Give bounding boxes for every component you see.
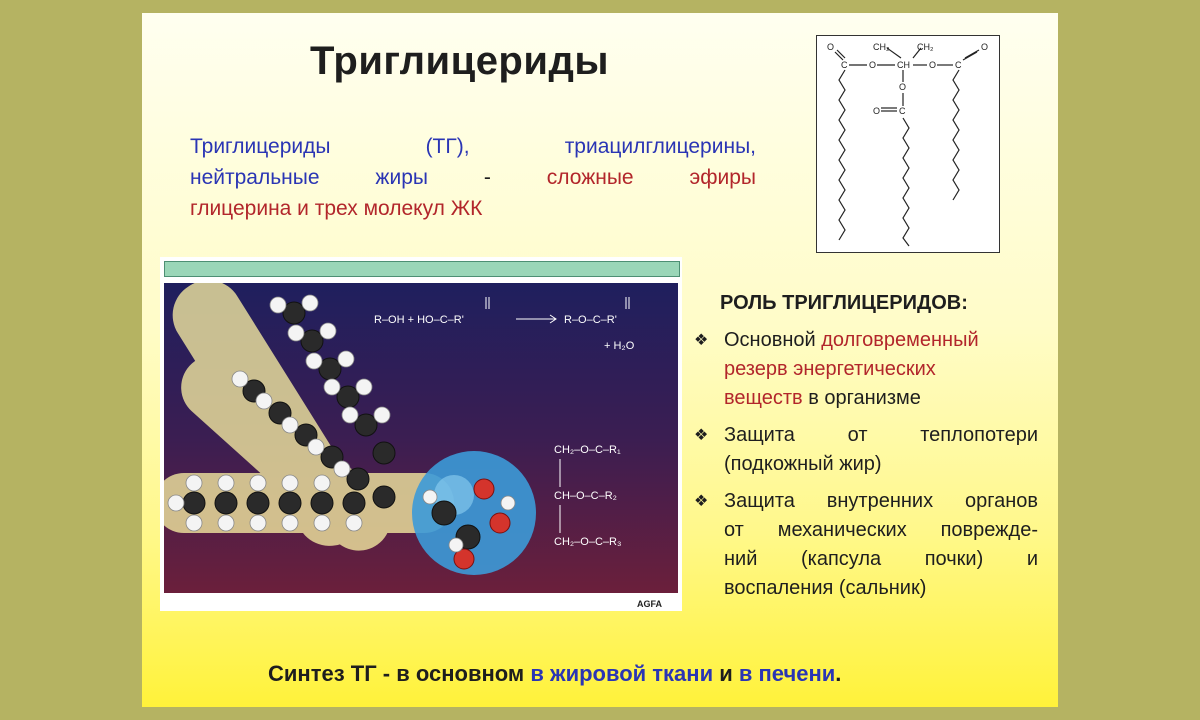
formula-ch: CH	[897, 60, 910, 70]
role-1-text-e: в организме	[808, 387, 921, 409]
role-item-protection: ❖ Защита внутренних органов от механичес…	[688, 487, 1038, 603]
synthesis-liver: в печени	[738, 661, 836, 686]
reaction-left: R–OH + HO–C–R'	[374, 314, 464, 326]
reaction-right: R–O–C–R'	[564, 314, 617, 326]
synthesis-note: Синтез ТГ - в основном в жировой ткани и…	[268, 661, 968, 687]
formula-o-left-dbl: O	[827, 42, 834, 52]
role-1-text-b: долговременный	[821, 329, 979, 351]
glyceride-row-2: CH–O–C–R₂	[554, 490, 617, 502]
triglyceride-model-figure: R–OH + HO–C–R' R–O–C–R' + H₂O CH₂–O–C–R₁…	[154, 257, 682, 611]
glyceride-row-3: CH₂–O–C–R₃	[554, 536, 621, 548]
definition-dash: -	[483, 166, 491, 189]
definition-line-2: нейтральные жиры - сложные эфиры	[190, 162, 756, 193]
role-3-text-b: от механических поврежде-	[724, 519, 1038, 541]
diamond-bullet-icon: ❖	[694, 332, 709, 349]
figure-brand: AGFA	[636, 599, 662, 609]
formula-o-mid: O	[899, 82, 906, 92]
synthesis-text-and: и	[713, 661, 739, 686]
role-3-text-d: воспаления (сальник)	[724, 577, 927, 599]
formula-c-left: C	[841, 60, 848, 70]
role-2-text-a: Защита от теплопотери	[724, 424, 1038, 446]
triglyceride-structural-formula: CH₂ CH₂ CH C O O O C O O C O	[816, 35, 1000, 253]
formula-c-right: C	[955, 60, 962, 70]
role-1-text-c: резерв энергетических	[724, 358, 936, 380]
definition-text: Триглицериды (ТГ), триацилглицерины, ней…	[190, 131, 756, 224]
definition-line-1: Триглицериды (ТГ), триацилглицерины,	[190, 135, 756, 158]
synthesis-adipose: в жировой ткани	[530, 661, 714, 686]
definition-line-3: глицерина и трех молекул ЖК	[190, 197, 483, 220]
role-1-text-d: веществ	[724, 387, 803, 409]
formula-c-mid: C	[899, 106, 906, 116]
role-2-text-b: (подкожный жир)	[724, 453, 882, 475]
formula-o-right: O	[929, 60, 936, 70]
role-3-text-c: ний (капсула почки) и	[724, 548, 1038, 570]
formula-drawing: CH₂ CH₂ CH C O O O C O O C O	[827, 42, 988, 247]
definition-synonym: нейтральные жиры	[190, 166, 428, 189]
formula-o-left: O	[869, 60, 876, 70]
slide-title: Триглицериды	[310, 39, 610, 83]
roles-heading: РОЛЬ ТРИГЛИЦЕРИДОВ:	[720, 292, 968, 314]
formula-o-mid-dbl: O	[873, 106, 880, 116]
role-1-text-a: Основной	[724, 329, 816, 351]
molecule-illustration: R–OH + HO–C–R' R–O–C–R' + H₂O CH₂–O–C–R₁…	[154, 280, 635, 575]
glyceride-row-1: CH₂–O–C–R₁	[554, 444, 621, 456]
diamond-bullet-icon: ❖	[694, 427, 709, 444]
formula-ch2-right: CH₂	[917, 42, 934, 52]
synthesis-text-1: Синтез ТГ - в основном	[268, 661, 531, 686]
synthesis-period: .	[835, 661, 842, 686]
figure-top-stripe	[164, 261, 680, 277]
roles-list: РОЛЬ ТРИГЛИЦЕРИДОВ: ❖ Основной долговрем…	[688, 289, 1038, 611]
figure-dark-panel: R–OH + HO–C–R' R–O–C–R' + H₂O CH₂–O–C–R₁…	[154, 280, 678, 593]
formula-o-right-dbl: O	[981, 42, 988, 52]
formula-ch2-left: CH₂	[873, 42, 890, 52]
role-3-text-a: Защита внутренних органов	[724, 490, 1038, 512]
role-item-energy: ❖ Основной долговременный резерв энергет…	[688, 326, 1038, 413]
slide: Триглицериды Триглицериды (ТГ), триацилг…	[142, 13, 1058, 707]
role-item-heat: ❖ Защита от теплопотери (подкожный жир)	[688, 421, 1038, 479]
definition-esters: сложные эфиры	[546, 166, 756, 189]
reaction-water: + H₂O	[604, 340, 635, 352]
diamond-bullet-icon: ❖	[694, 493, 709, 510]
